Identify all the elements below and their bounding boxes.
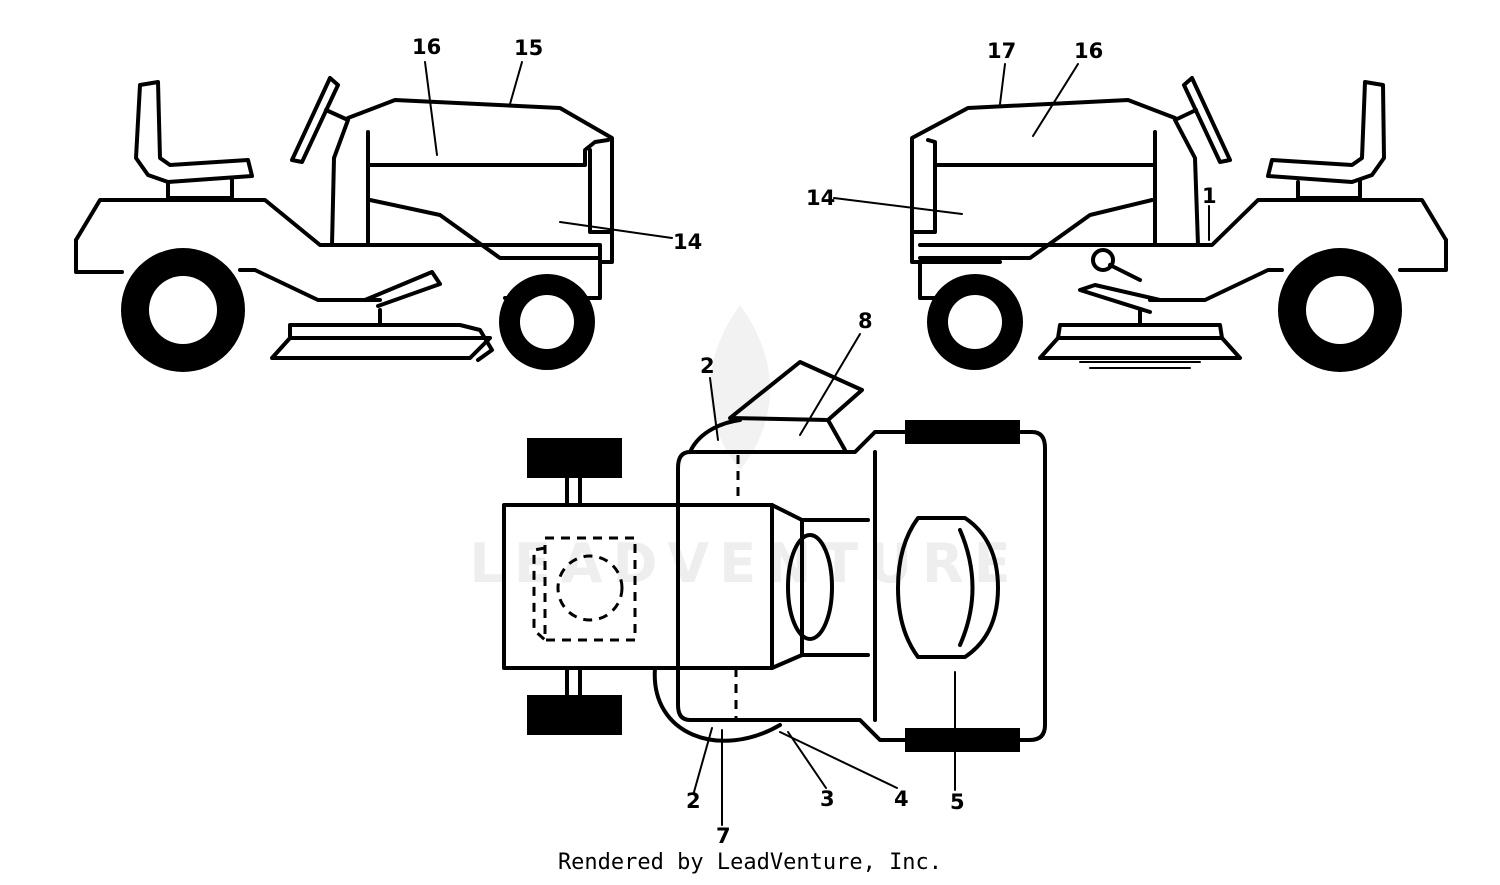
callout-top-3: 3 — [820, 787, 835, 811]
callout-right-1: 1 — [1202, 184, 1217, 208]
watermark-text: LEADVENTURE — [470, 532, 1021, 595]
tractor-right-side-view — [910, 76, 1448, 372]
callout-left-14: 14 — [673, 230, 702, 254]
tractor-top-view — [502, 360, 1047, 752]
callout-right-14: 14 — [806, 186, 835, 210]
render-credit: Rendered by LeadVenture, Inc. — [557, 850, 943, 875]
callout-top-5: 5 — [950, 790, 965, 814]
callout-top-2-upper: 2 — [700, 354, 715, 378]
leader-lines — [424, 61, 1210, 826]
callout-labels: 16 15 14 17 16 14 1 8 2 2 7 3 4 5 — [412, 35, 1217, 848]
callout-right-16: 16 — [1074, 39, 1103, 63]
callout-top-4: 4 — [894, 787, 909, 811]
callout-left-15: 15 — [514, 36, 543, 60]
tractor-left-side-view — [74, 76, 614, 372]
callout-top-2-lower: 2 — [686, 789, 701, 813]
callout-top-7: 7 — [716, 824, 731, 848]
callout-right-17: 17 — [987, 39, 1016, 63]
callout-left-16: 16 — [412, 35, 441, 59]
callout-top-8: 8 — [858, 309, 873, 333]
